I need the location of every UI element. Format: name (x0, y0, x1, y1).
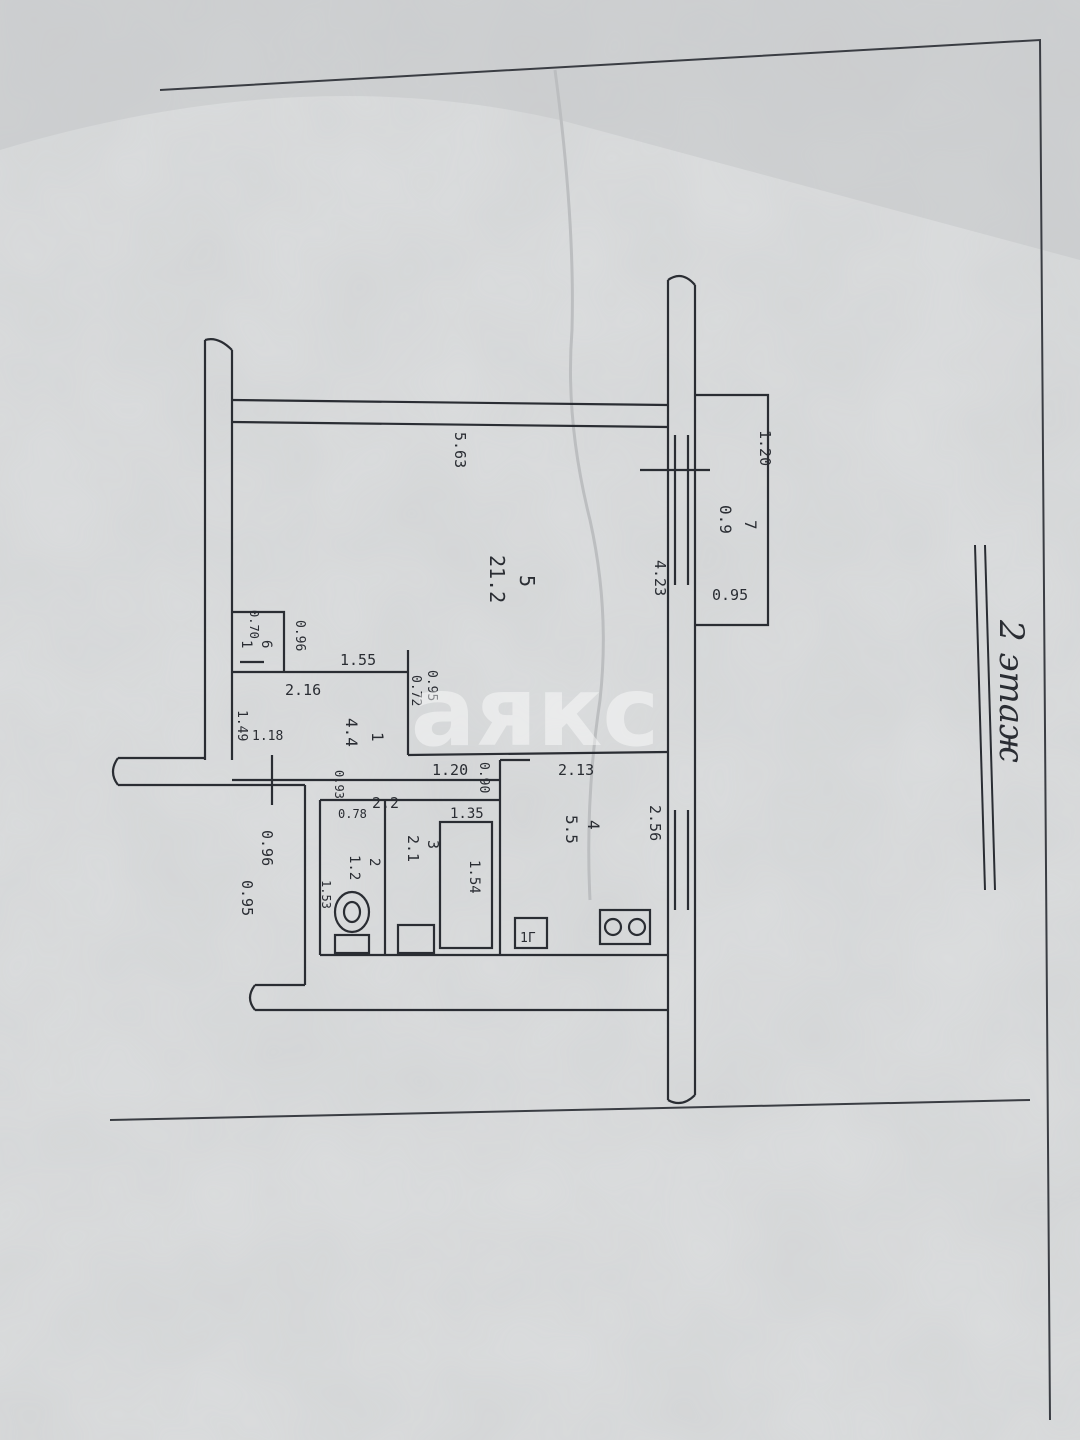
floor-label-underline (974, 544, 996, 891)
dim-216: 2.16 (285, 681, 321, 699)
frame-top-border (159, 38, 1051, 1421)
dim-093: 0.93 (332, 770, 346, 799)
dim-095: 0.95 (424, 670, 439, 701)
room-4-area: 5.5 (562, 815, 581, 844)
dim-120-hall: 1.20 (432, 761, 468, 779)
dim-096-b: 0.96 (258, 830, 276, 866)
labels: 5 21.2 5.63 4.23 1.20 7 0.9 0.95 0.70 6 … (234, 430, 1031, 946)
paper-shadow (0, 0, 1080, 260)
dim-154: 1.54 (466, 860, 482, 894)
dim-22: 2.2 (372, 794, 399, 812)
watermark-logo: аякс (411, 656, 659, 768)
frame-bottom-border (109, 1099, 1031, 1121)
paper-fold (553, 69, 605, 901)
dim-256: 2.56 (646, 805, 664, 841)
dim-563: 5.63 (451, 432, 469, 468)
dim-149: 1.49 (234, 710, 249, 741)
room-2-area: 1.2 (346, 855, 362, 880)
room-6-area: 1 (238, 640, 254, 648)
room-7-number: 7 (741, 520, 760, 530)
room-4-number: 4 (584, 820, 603, 830)
floor-label: 2 этаж (991, 619, 1031, 763)
dim-135: 1.35 (450, 806, 484, 822)
balcony-dim-120: 1.20 (756, 430, 774, 466)
dim-096: 0.96 (292, 620, 307, 651)
room-6-number: 6 (258, 640, 274, 648)
dim-213: 2.13 (558, 761, 594, 779)
room-2-number: 2 (366, 858, 382, 866)
dim-118: 1.18 (252, 729, 283, 744)
balcony-dim-095: 0.95 (712, 586, 748, 604)
dim-072: 0.72 (408, 675, 423, 706)
dim-070: 0.70 (247, 610, 261, 639)
dim-155: 1.55 (340, 651, 376, 669)
room-5-area: 21.2 (485, 555, 509, 603)
dim-153: 1.53 (319, 880, 333, 909)
room-5-number: 5 (515, 575, 539, 587)
dim-423: 4.23 (651, 560, 669, 596)
dim-095-b: 0.95 (238, 880, 256, 916)
room-3-area: 2.1 (404, 835, 422, 862)
room-1-number: 1 (368, 732, 387, 742)
dim-090: 0.90 (476, 762, 491, 793)
room-7-area: 0.9 (716, 505, 735, 534)
boiler-label: 1Г (520, 931, 536, 946)
walls (111, 274, 770, 1105)
room-3-number: 3 (424, 840, 442, 849)
dim-078: 0.78 (338, 807, 367, 821)
room-1-area: 4.4 (342, 718, 361, 747)
